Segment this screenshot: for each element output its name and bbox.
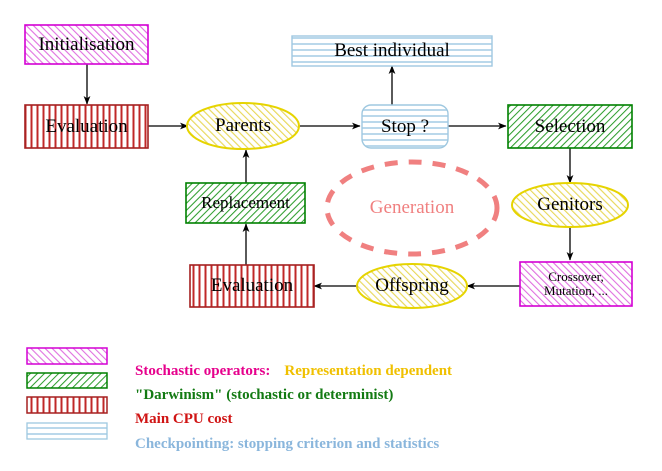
node-best-individual-shape [291, 35, 493, 67]
node-selection-shape [507, 104, 633, 149]
node-parents-shape [186, 102, 300, 150]
node-offspring-shape [356, 263, 468, 309]
legend-row-stochastic-operators: Stochastic operators: Representation depe… [120, 346, 452, 397]
node-initialisation-shape [24, 24, 149, 65]
node-evaluation-bottom-shape [189, 264, 315, 308]
legend-swatch-checkpointing [26, 422, 108, 440]
legend-label-main-cpu-cost: Main CPU cost [135, 411, 233, 427]
legend-row-darwinism: "Darwinism" (stochastic or determinist) [120, 370, 393, 421]
legend-swatch-stochastic-operators [26, 347, 108, 365]
legend-row-main-cpu-cost: Main CPU cost [120, 394, 233, 445]
node-genitors-shape [511, 182, 629, 228]
edge-group [83, 64, 574, 290]
legend-label-checkpointing: Checkpointing: stopping criterion and st… [135, 436, 440, 452]
legend-label-darwinism: "Darwinism" (stochastic or determinist) [135, 387, 394, 403]
legend-label-representation-dependent: Representation dependent [284, 363, 453, 379]
legend-swatch-main-cpu-cost [26, 396, 108, 414]
node-stop-shape [361, 104, 449, 149]
node-replacement-shape [185, 182, 306, 224]
node-evaluation-top-shape [24, 104, 149, 149]
legend-row-checkpointing: Checkpointing: stopping criterion and st… [120, 419, 439, 470]
legend-label-stochastic-operators: Stochastic operators: [135, 363, 271, 379]
node-crossover-mutation-shape [519, 261, 633, 307]
legend-swatch-darwinism [26, 372, 108, 389]
node-generation-shape [324, 159, 500, 257]
